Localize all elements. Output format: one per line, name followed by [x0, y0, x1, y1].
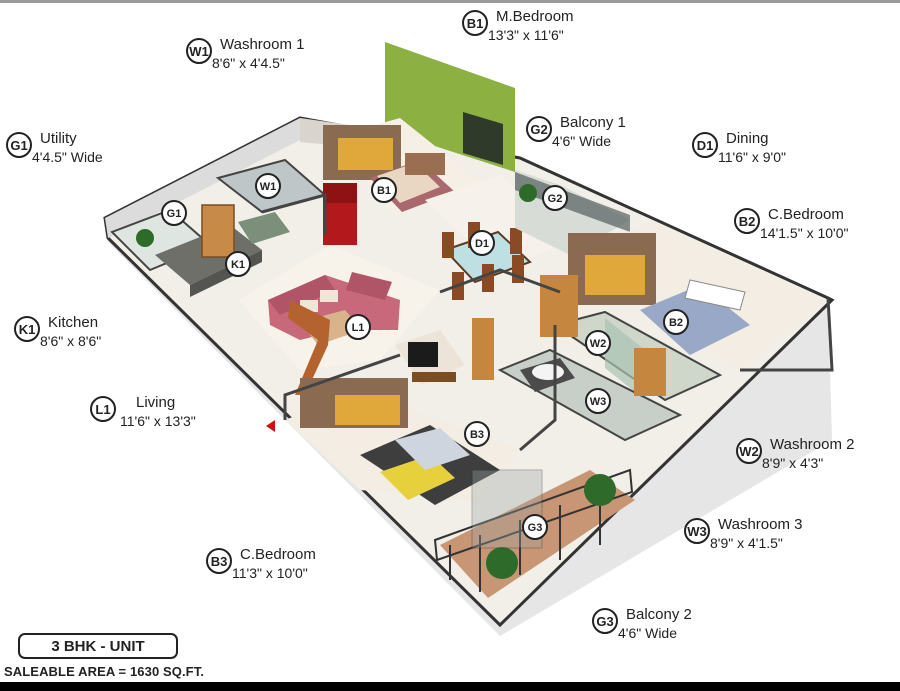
badge-w1: W1 — [186, 38, 212, 64]
badge-b3: B3 — [206, 548, 232, 574]
badge-g3: G3 — [592, 608, 618, 634]
label-b2: B2 C.Bedroom 14'1.5" x 10'0" — [734, 206, 848, 242]
bottom-bar — [0, 682, 900, 691]
room-size-w3: 8'9" x 4'1.5" — [710, 535, 783, 551]
label-w2: W2 Washroom 2 8'9" x 4'3" — [736, 436, 854, 472]
plan-badges — [161, 173, 689, 540]
plan-badge-d1: D1 — [475, 238, 489, 250]
room-name-w2: Washroom 2 — [770, 436, 855, 453]
plan-badge-b1: B1 — [377, 185, 391, 197]
plan-badge-g3: G3 — [528, 522, 543, 534]
bedroom-2-bed — [640, 285, 750, 355]
room-name-d1: Dining — [726, 130, 769, 147]
plan-badge-g2: G2 — [548, 193, 563, 205]
door — [472, 318, 494, 380]
kitchen-cabinet — [201, 204, 235, 258]
room-name-g2: Balcony 1 — [560, 114, 626, 131]
plant — [519, 184, 537, 202]
room-size-b1: 13'3" x 11'6" — [488, 27, 564, 43]
door — [540, 275, 578, 337]
label-g1: G1 Utility 4'4.5" Wide — [6, 130, 103, 166]
plant — [136, 229, 154, 247]
room-name-l1: Living — [136, 394, 176, 411]
badge-w3: W3 — [684, 518, 710, 544]
badge-w2: W2 — [736, 438, 762, 464]
room-size-b2: 14'1.5" x 10'0" — [760, 225, 849, 241]
room-size-w2: 8'9" x 4'3" — [762, 455, 824, 471]
room-size-g1: 4'4.5" Wide — [32, 149, 103, 165]
room-size-w1: 8'6" x 4'4.5" — [212, 55, 285, 71]
label-b3: B3 C.Bedroom 11'3" x 10'0" — [206, 546, 316, 582]
badge-g2: G2 — [526, 116, 552, 142]
plan-badge-b2: B2 — [669, 317, 683, 329]
label-w3: W3 Washroom 3 8'9" x 4'1.5" — [684, 516, 802, 552]
plant — [584, 474, 616, 506]
room-name-g1: Utility — [40, 130, 77, 147]
room-name-w3: Washroom 3 — [718, 516, 803, 533]
saleable-area: SALEABLE AREA = 1630 SQ.FT. — [4, 664, 205, 679]
badge-b1: B1 — [462, 10, 488, 36]
room-size-d1: 11'6" x 9'0" — [718, 149, 786, 165]
badge-b2: B2 — [734, 208, 760, 234]
room-name-b2: C.Bedroom — [768, 206, 844, 223]
plan-badge-w3: W3 — [590, 396, 607, 408]
badge-d1: D1 — [692, 132, 718, 158]
label-k1: K1 Kitchen 8'6" x 8'6" — [14, 314, 101, 350]
room-size-g2: 4'6" Wide — [552, 133, 612, 149]
partition-frame — [288, 300, 330, 395]
top-rule — [0, 0, 900, 3]
label-g2: G2 Balcony 1 4'6" Wide — [526, 114, 626, 150]
plan-badge-b3: B3 — [470, 429, 484, 441]
room-size-l1: 11'6" x 13'3" — [120, 413, 196, 429]
room-name-g3: Balcony 2 — [626, 606, 692, 623]
television — [408, 342, 438, 367]
room-name-w1: Washroom 1 — [220, 36, 305, 53]
room-size-b3: 11'3" x 10'0" — [232, 565, 308, 581]
label-b1: B1 M.Bedroom 13'3" x 11'6" — [462, 8, 574, 44]
label-d1: D1 Dining 11'6" x 9'0" — [692, 130, 786, 166]
label-w1: W1 Washroom 1 8'6" x 4'4.5" — [186, 36, 304, 72]
plan-badge-l1: L1 — [352, 322, 365, 334]
dining-floor — [425, 175, 575, 270]
room-name-k1: Kitchen — [48, 314, 99, 331]
plant — [486, 547, 518, 579]
badge-g1: G1 — [6, 132, 32, 158]
door — [634, 348, 666, 396]
plan-badge-w2: W2 — [590, 338, 607, 350]
label-l1: L1 Living 11'6" x 13'3" — [90, 394, 196, 430]
red-marker — [266, 420, 275, 432]
room-size-g3: 4'6" Wide — [618, 625, 678, 641]
badge-l1: L1 — [90, 396, 116, 422]
room-size-k1: 8'6" x 8'6" — [40, 333, 102, 349]
room-name-b1: M.Bedroom — [496, 8, 574, 25]
plan-badge-w1: W1 — [260, 181, 277, 193]
window — [463, 112, 503, 165]
badge-k1: K1 — [14, 316, 40, 342]
plan-badge-g1: G1 — [167, 208, 182, 220]
unit-type-plaque: 3 BHK - UNIT — [18, 633, 178, 659]
label-g3: G3 Balcony 2 4'6" Wide — [592, 606, 692, 642]
plan-badge-k1: K1 — [231, 259, 245, 271]
room-name-b3: C.Bedroom — [240, 546, 316, 563]
